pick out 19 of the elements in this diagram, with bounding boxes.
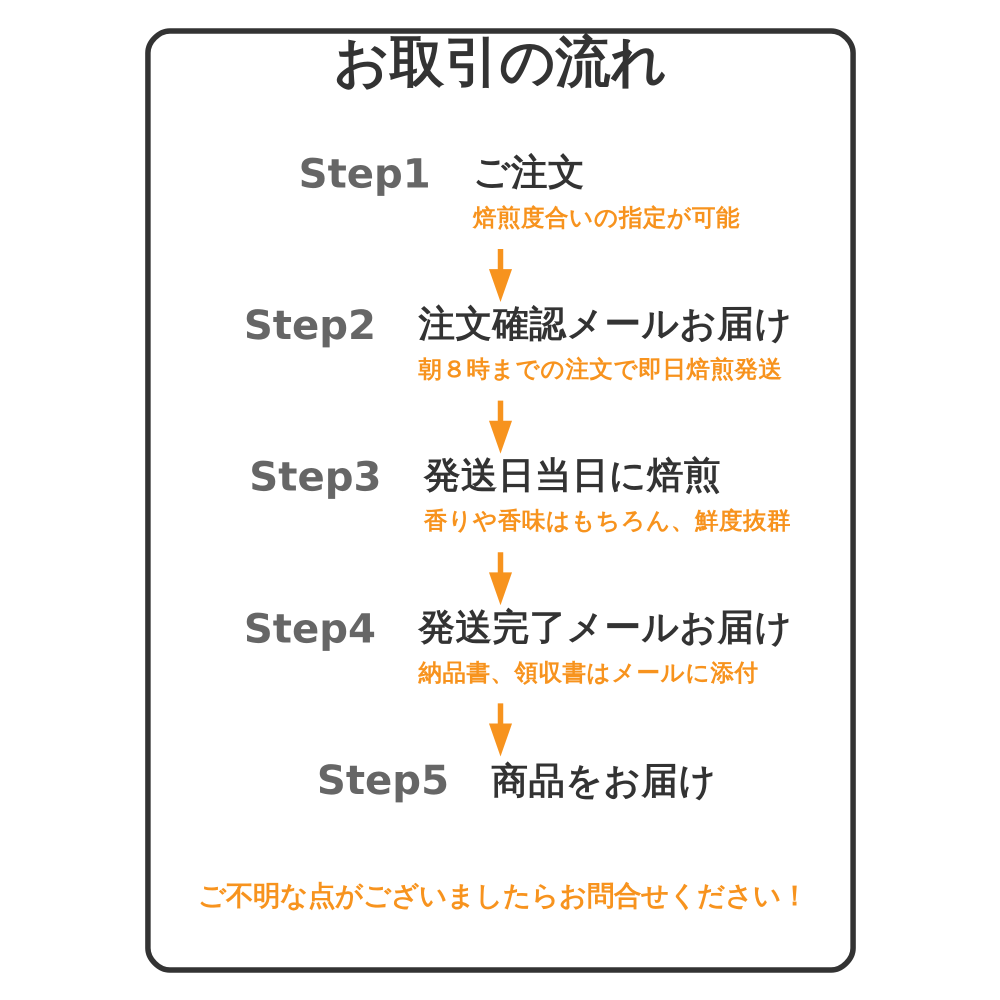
- node-text: Step2: [243, 302, 376, 349]
- node-label: 注文確認メールお届け: [418, 302, 792, 345]
- node-label: 朝８時までの注文で即日焙煎発送: [418, 354, 782, 383]
- arrow: [488, 702, 512, 756]
- arrow: [488, 400, 512, 454]
- node-text: Step1: [298, 150, 430, 197]
- node-label: 香りや香味はもちろん、鮮度抜群: [423, 506, 790, 534]
- node-text: Step4: [243, 606, 376, 652]
- node-label: ご注文: [472, 150, 585, 193]
- node-label: 発送完了メールお届け: [418, 604, 792, 648]
- node-label: 納品書、領収書はメールに添付: [418, 658, 758, 686]
- node-text: Step5: [316, 757, 449, 804]
- node-label: 焙煎度合いの指定が可能: [472, 202, 740, 231]
- node-label: 発送日当日に焙煎: [423, 453, 720, 496]
- node-label: 商品をお届け: [490, 758, 716, 802]
- arrow: [488, 248, 512, 302]
- label: ご不明な点がございましたらお問合せください！: [198, 880, 808, 912]
- arrow: [488, 552, 512, 605]
- node-text: Step3: [248, 454, 381, 500]
